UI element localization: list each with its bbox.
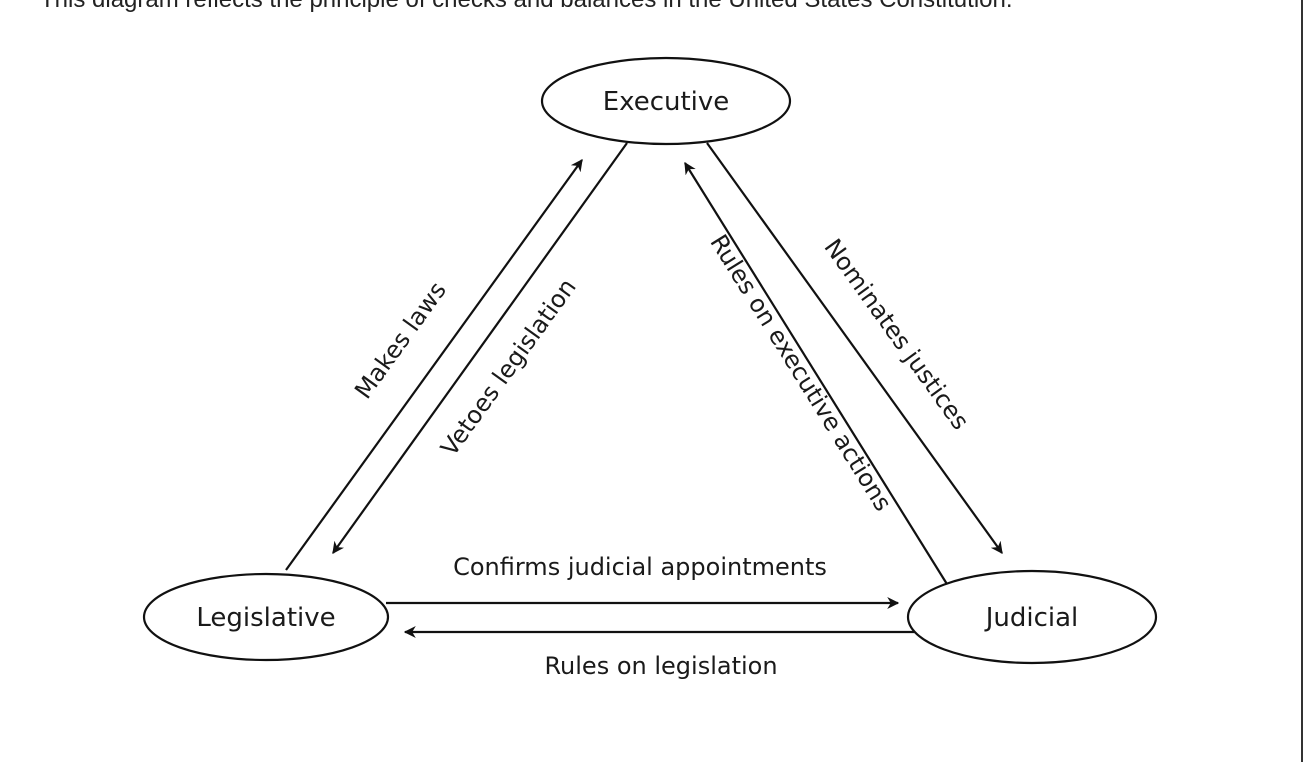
edge-label-makes-laws: Makes laws (349, 277, 452, 404)
node-executive-label: Executive (603, 87, 730, 117)
node-legislative: Legislative (142, 572, 390, 662)
node-executive: Executive (540, 56, 792, 146)
edge-label-vetoes-legislation: Vetoes legislation (435, 273, 581, 461)
node-judicial-shape (906, 569, 1158, 665)
node-legislative-shape (142, 572, 390, 662)
edge-makes-laws (285, 159, 583, 571)
edge-rules-on-executive-actions (684, 161, 956, 598)
edge-label-confirms-judicial-appointments: Confirms judicial appointments (453, 553, 827, 581)
edge-label-rules-on-legislation: Rules on legislation (544, 652, 777, 680)
right-border (1301, 0, 1303, 762)
node-judicial-label: Judicial (984, 603, 1079, 633)
diagram-caption: This diagram reflects the principle of c… (40, 0, 1013, 14)
node-executive-shape (540, 56, 792, 146)
node-judicial: Judicial (906, 569, 1158, 665)
node-legislative-label: Legislative (196, 603, 335, 633)
edge-nominates-justices (706, 142, 1003, 554)
edge-vetoes-legislation (332, 142, 628, 554)
